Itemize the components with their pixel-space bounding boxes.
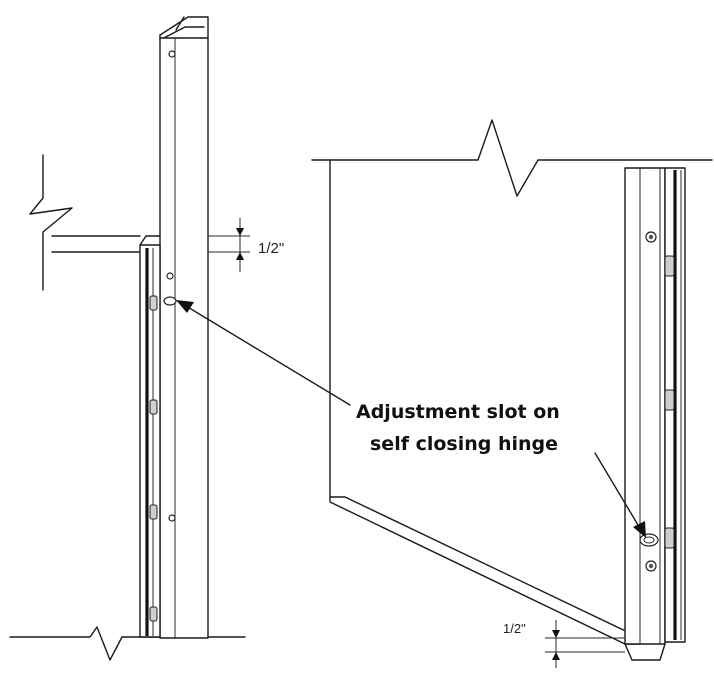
left-gap-dimension: 1/2": [208, 218, 284, 272]
callout-leader-left: [185, 305, 351, 406]
left-rail-break-symbol: [29, 154, 73, 291]
right-elevation-view: 1/2": [311, 119, 713, 668]
right-gap-label: 1/2": [503, 621, 526, 636]
left-ground-line: [9, 626, 246, 661]
callout-arrowhead-right: [633, 521, 646, 538]
left-hinge-knuckles: [149, 295, 158, 622]
right-stile-holes: [645, 231, 657, 572]
right-gap-dimension: 1/2": [503, 620, 625, 668]
left-elevation-view: 1/2": [9, 16, 284, 661]
right-top-rail-line: [311, 119, 713, 197]
adjustment-slot-callout: Adjustment slot on self closing hinge: [176, 300, 646, 538]
right-hinge-knuckles: [664, 255, 675, 549]
left-gate-post: [159, 16, 209, 639]
left-adjustment-slot: [163, 272, 177, 306]
callout-line-2: self closing hinge: [370, 433, 558, 455]
left-gate-stile: [139, 235, 161, 638]
left-gap-label: 1/2": [258, 240, 284, 257]
left-gate-top-rail: [51, 235, 141, 253]
callout-leader-right: [594, 452, 642, 531]
right-gate-stile: [624, 167, 686, 661]
callout-arrowhead-left: [176, 300, 194, 313]
callout-line-1: Adjustment slot on: [356, 401, 560, 423]
right-adjustment-slot: [639, 533, 659, 547]
